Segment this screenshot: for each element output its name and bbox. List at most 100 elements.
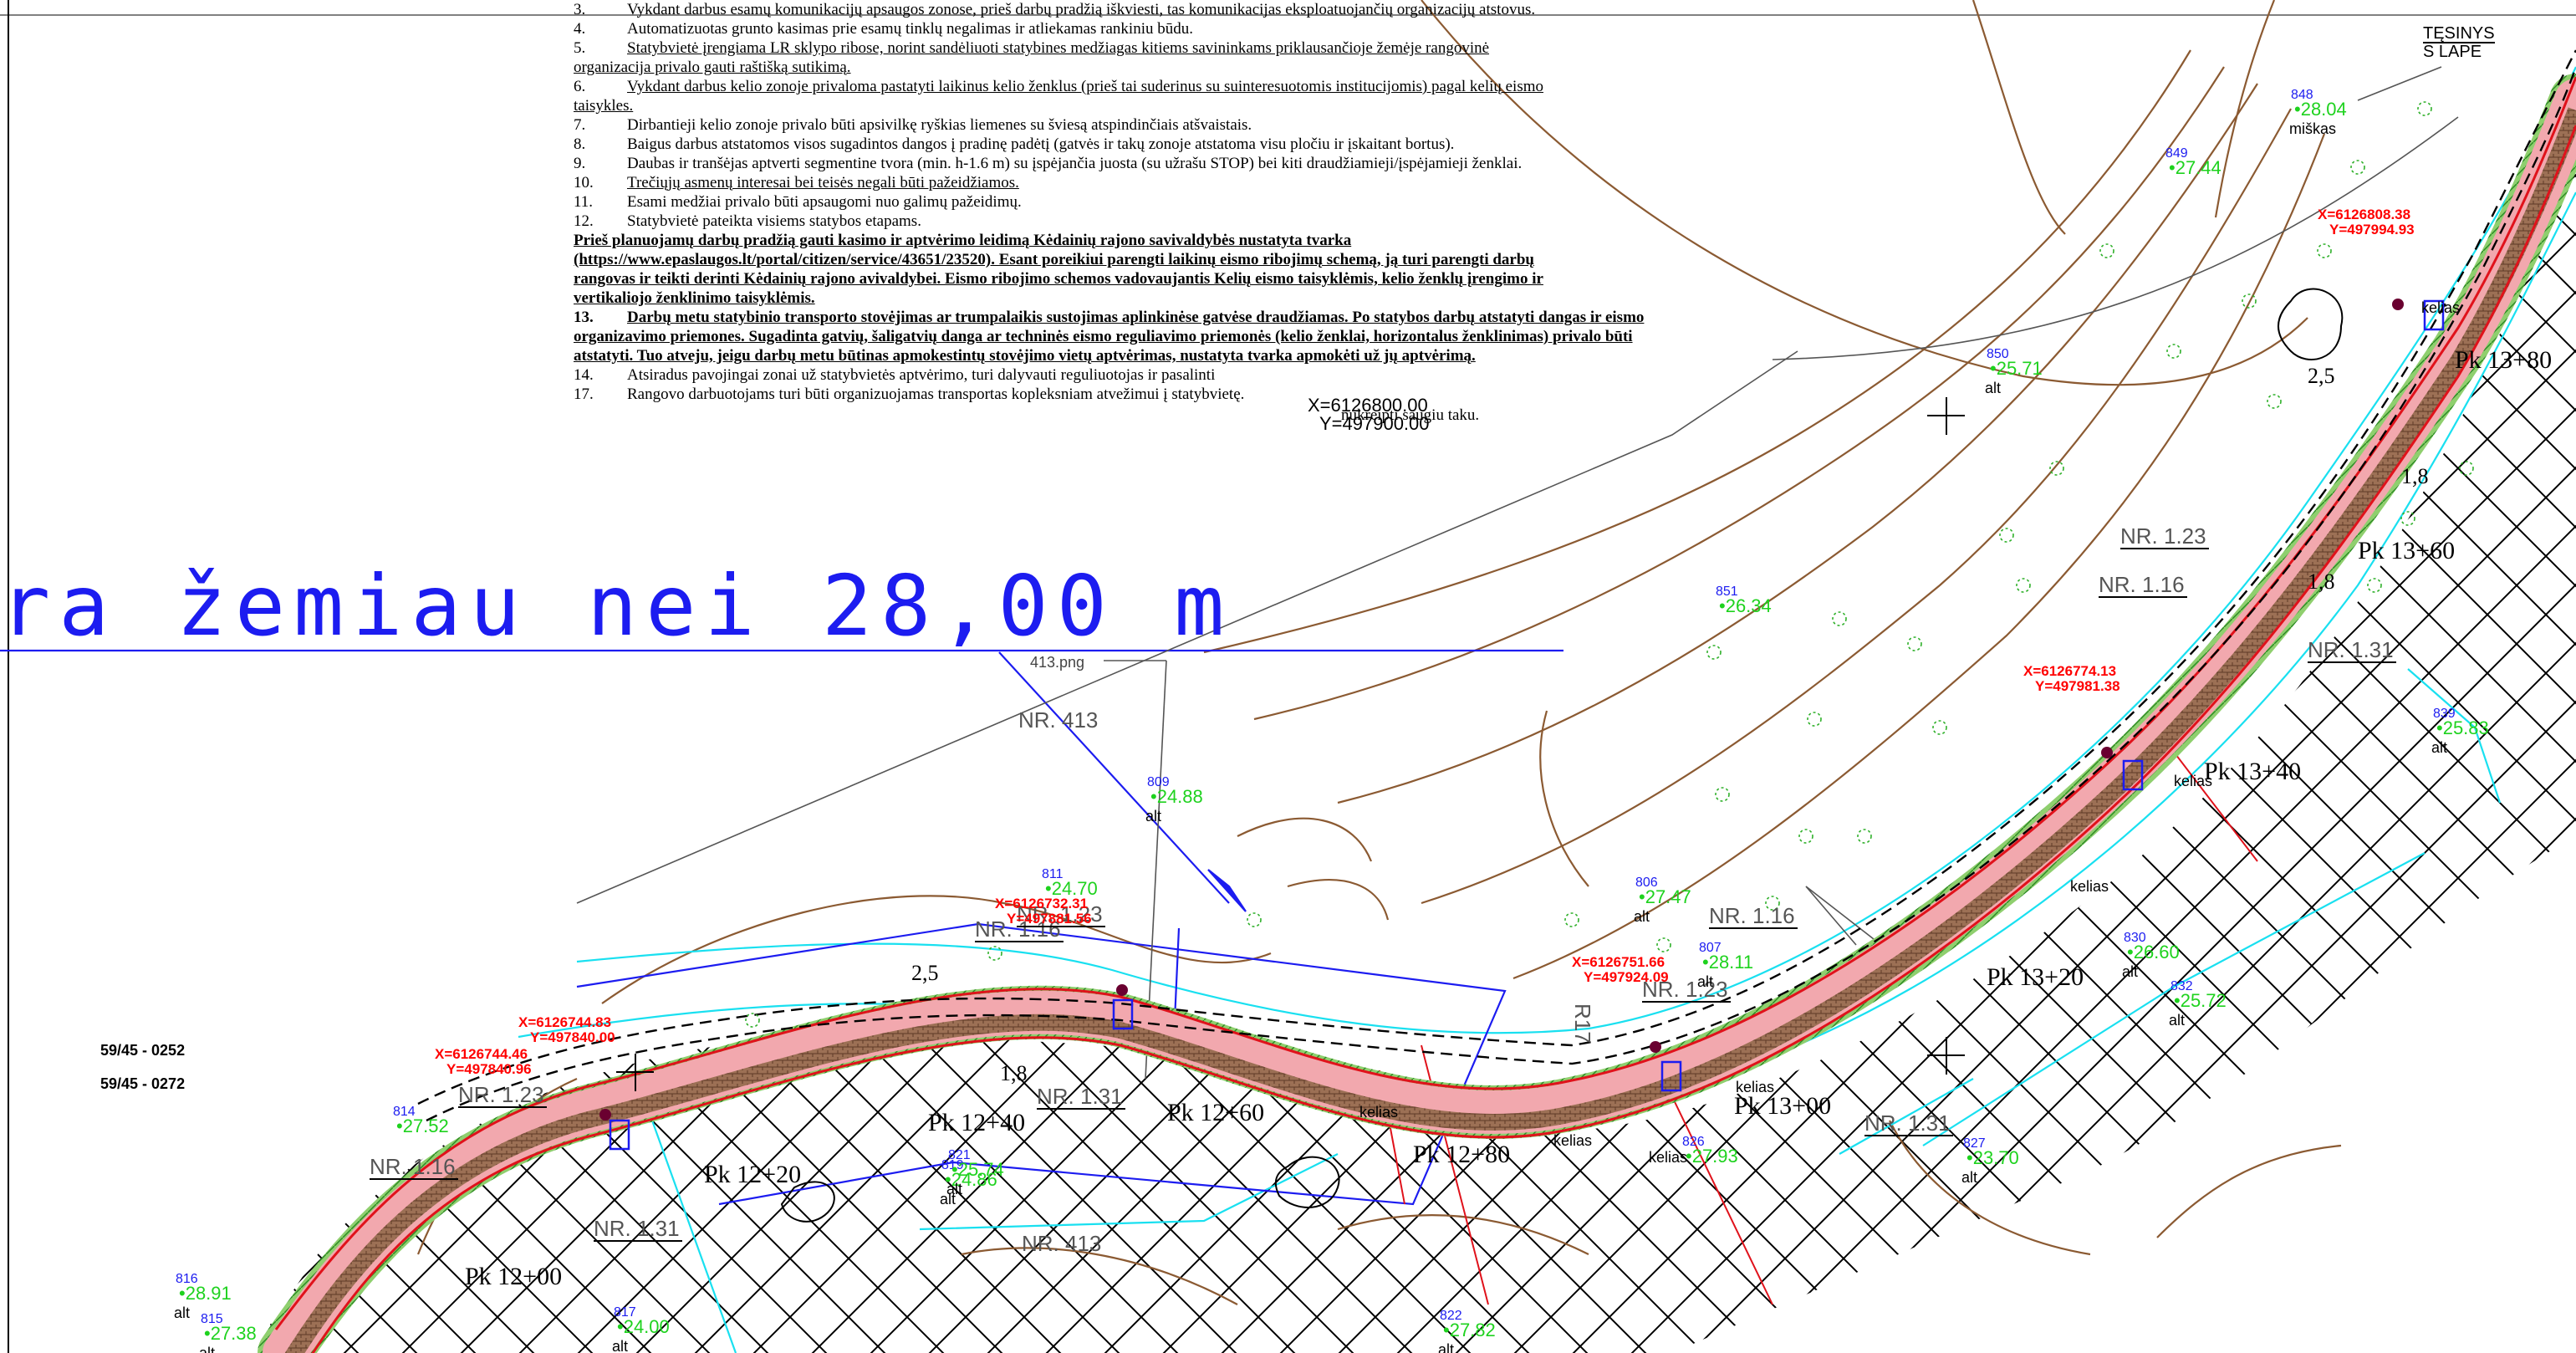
traffic-sign-label: NR. 1.31	[594, 1216, 680, 1241]
survey-point-id: 817	[614, 1305, 636, 1320]
note-text: Daubas ir tranšėjas aptverti segmentine …	[627, 155, 1523, 172]
note-number: 17.	[574, 385, 594, 403]
survey-point-id: 819	[941, 1158, 964, 1172]
note-text: Trečiųjų asmenų interesai bei teisės neg…	[627, 174, 1019, 191]
fence-dashed-2	[426, 66, 2576, 1122]
survey-point-note: alt	[1985, 380, 2001, 396]
survey-point-elevation: •27.44	[2169, 157, 2221, 178]
traffic-sign-label: NR. 1.31	[1037, 1084, 1123, 1109]
note-number: 14.	[574, 366, 594, 384]
coordinate-x: X=6126744.83	[518, 1014, 611, 1030]
note-number: 8.	[574, 135, 586, 153]
coordinate-x: X=6126751.66	[1572, 954, 1665, 970]
chainage-label: Pk 13+00	[1734, 1092, 1831, 1120]
note-line: 6.Vykdant darbus kelio zonoje privaloma …	[574, 77, 1744, 96]
coordinate-x: X=6126808.38	[2318, 207, 2410, 222]
survey-point-id: 830	[2124, 931, 2146, 945]
survey-point-note: alt	[2431, 739, 2447, 756]
dimension-label: 2,5	[911, 961, 939, 985]
grid-reference-y: Y=497900.00	[1319, 413, 1430, 434]
survey-point-elevation: •27.93	[1686, 1146, 1738, 1167]
survey-point-note: alt	[174, 1304, 190, 1321]
survey-point-elevation: •25.74	[951, 1159, 1004, 1180]
note-number: 4.	[574, 20, 586, 38]
survey-point-id: 839	[2433, 707, 2456, 721]
road-label: kelias	[1553, 1132, 1592, 1149]
survey-point-id: 814	[393, 1105, 416, 1119]
note-number: 5.	[574, 39, 586, 57]
coordinate-y: Y=497994.93	[2329, 222, 2415, 237]
image-reference: 413.png	[1030, 654, 1084, 671]
survey-point-elevation: •27.47	[1639, 886, 1691, 907]
coordinate-x: X=6126732.31	[995, 896, 1088, 911]
coordinate-y: Y=497924.09	[1584, 969, 1669, 985]
road-label: kelias	[1736, 1079, 1774, 1095]
survey-point-note: alt	[2122, 963, 2138, 980]
brick-paving	[284, 107, 2576, 1353]
dimension-label: 1,8	[2308, 569, 2335, 594]
survey-point-note: alt	[1961, 1169, 1977, 1186]
survey-point-id: 848	[2291, 88, 2313, 102]
note-text: atstatyti. Tuo atveju, jeigu darbų metu …	[574, 347, 1476, 365]
continuation-line2: S LAPE	[2423, 43, 2482, 61]
note-line: 5.Statybvietė įrengiama LR sklypo ribose…	[574, 38, 1744, 58]
note-line: 12. Statybvietė pateikta visiems statybos…	[574, 212, 1744, 231]
chainage-label: Pk 13+80	[2455, 346, 2552, 374]
survey-point-elevation: •26.60	[2127, 942, 2180, 962]
survey-node-dots	[599, 299, 2404, 1121]
survey-point-elevation: •24.70	[1045, 878, 1098, 899]
survey-point-id: 816	[176, 1272, 198, 1286]
road-label: kelias	[2070, 878, 2109, 895]
note-text: Atsiradus pavojingai zonai už statybviet…	[627, 366, 1216, 384]
note-number: 12.	[574, 212, 594, 230]
note-text: Vykdant darbus esamų komunikacijų apsaug…	[627, 1, 1536, 18]
note-text: rangovas ir teikti derinti Kėdainių rajo…	[574, 270, 1543, 288]
note-number: 6.	[574, 78, 586, 95]
road-corridor	[258, 49, 2576, 1353]
chainage-label: Pk 12+00	[465, 1263, 562, 1290]
survey-point-id: 832	[2170, 979, 2193, 993]
survey-point-id: 827	[1963, 1136, 1986, 1151]
chainage-label: Pk 12+40	[928, 1109, 1025, 1136]
note-text: Darbų metu statybinio transporto stovėji…	[627, 309, 1645, 326]
survey-point-elevation: •27.82	[1443, 1320, 1496, 1340]
note-text: taisykles.	[574, 97, 634, 115]
chainage-label: Pk 12+80	[1413, 1141, 1510, 1168]
traffic-sign-label: NR. 1.16	[1709, 903, 1795, 928]
parcel-label: 59/45 - 0272	[100, 1075, 186, 1092]
survey-point-id: 815	[201, 1312, 223, 1326]
note-line: 8.Baigus darbus atstatomos visos sugadin…	[574, 135, 1744, 154]
note-text: Statybvietė pateikta visiems statybos et…	[627, 212, 921, 230]
note-line: 11.Esami medžiai privalo būti apsaugomi …	[574, 192, 1744, 212]
traffic-sign-label: NR. 413	[1018, 707, 1098, 733]
note-line: organizavimo priemones. Sugadinta gatvių…	[574, 327, 1744, 346]
survey-point-elevation: •27.52	[396, 1116, 449, 1136]
traffic-sign-label: NR. 1.31	[1864, 1110, 1951, 1136]
note-line: 17. Rangovo darbuotojams turi būti organi…	[574, 385, 1744, 404]
survey-point-elevation: •27.38	[204, 1323, 257, 1344]
traffic-sign-label: NR. 1.23	[458, 1082, 544, 1107]
continuation-label: TĘSINYS S LAPE	[2423, 25, 2495, 60]
chainage-label: Pk 13+20	[1987, 963, 2084, 991]
note-line: (https://www.epaslaugos.lt/portal/citize…	[574, 250, 1744, 269]
note-line: 13.Darbų metu statybinio transporto stov…	[574, 308, 1744, 327]
road-label: kelias	[1359, 1104, 1398, 1121]
note-line: rangovas ir teikti derinti Kėdainių rajo…	[574, 269, 1744, 288]
survey-point-elevation: •25.83	[2436, 717, 2489, 738]
note-line: 4.Automatizuotas grunto kasimas prie esa…	[574, 19, 1744, 38]
note-text: Rangovo darbuotojams turi būti organizuo…	[627, 385, 1245, 403]
traffic-sign-label: NR. 1.23	[2120, 523, 2206, 549]
terrain-blobs	[780, 288, 2344, 1223]
survey-point-id: 851	[1716, 585, 1738, 599]
note-line: Prieš planuojamų darbų pradžią gauti kas…	[574, 231, 1744, 250]
survey-point-note: alt	[1697, 973, 1713, 990]
note-line: 14. Atsiradus pavojingai zonai už statybv…	[574, 365, 1744, 385]
note-text: Esami medžiai privalo būti apsaugomi nuo…	[627, 193, 1022, 211]
survey-point-note: alt	[946, 1181, 962, 1197]
survey-point-elevation: •28.11	[1702, 952, 1753, 973]
dimension-label: 1,8	[1000, 1061, 1028, 1085]
survey-point-elevation: •26.34	[1719, 595, 1772, 616]
traffic-sign-label: NR. 1.31	[2308, 637, 2394, 662]
